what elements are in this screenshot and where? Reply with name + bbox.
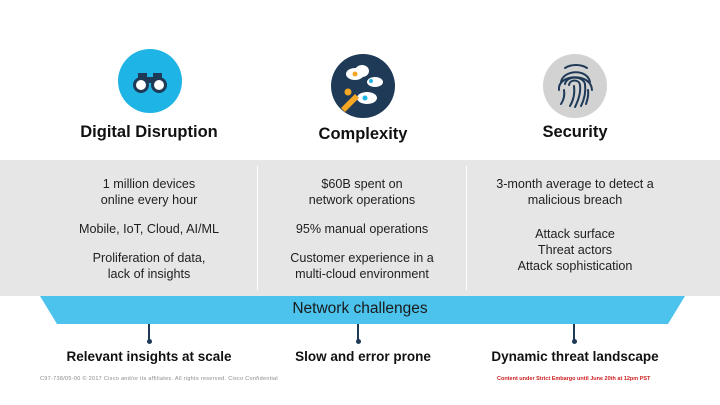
banner-label: Network challenges [292,300,428,317]
connector-tick [573,324,575,342]
footer-embargo: Content under Strict Embargo until June … [497,376,651,382]
connector-tick [357,324,359,342]
fact-line: Customer experience in a [290,251,434,265]
network-challenges-banner [40,296,685,324]
fact-line: Attack sophistication [517,259,633,273]
network-cloud-icon-badge [331,54,395,118]
fact-line: multi-cloud environment [295,267,429,281]
column-title-complexity: Complexity [318,125,408,143]
fact-line: Attack surface [535,227,615,241]
fingerprint-icon [558,64,593,108]
fact-line: 95% manual operations [295,222,429,236]
connector-dot [571,339,577,344]
outcome-threats: Dynamic threat landscape [491,349,659,364]
fact-attack-vectors: Attack surface Threat actors Attack soph… [465,226,685,274]
fact-data-proliferation: Proliferation of data, lack of insights [39,250,259,282]
fact-line: 1 million devices [102,177,196,191]
network-cloud-icon [341,65,383,112]
connector-dot [355,339,361,344]
fact-line: malicious breach [527,193,623,207]
fact-line: online every hour [100,193,198,207]
fact-line: Threat actors [537,243,613,257]
fact-line: 3-month average to detect a [496,177,654,191]
fact-line: Mobile, IoT, Cloud, AI/ML [79,222,219,236]
column-divider [257,166,258,290]
connector-tick [148,324,150,342]
outcome-insights: Relevant insights at scale [66,349,232,364]
outcome-slow: Slow and error prone [295,349,431,364]
facts-panel [0,160,720,296]
fact-network-spend: $60B spent on network operations [252,176,472,208]
fact-manual-operations: 95% manual operations [252,221,472,237]
fact-line: network operations [308,193,416,207]
fact-breach-detection: 3-month average to detect a malicious br… [465,176,685,208]
footer-copyright: C97-738/05-00 © 2017 Cisco and/or its af… [40,376,278,382]
binoculars-icon [133,73,167,93]
connector-dot [146,339,152,344]
column-title-security: Security [542,123,608,141]
fact-devices-online: 1 million devices online every hour [39,176,259,208]
fact-customer-experience: Customer experience in a multi-cloud env… [252,250,472,282]
binoculars-icon-badge [118,49,182,113]
column-title-digital-disruption: Digital Disruption [80,123,218,141]
fact-technologies: Mobile, IoT, Cloud, AI/ML [39,221,259,237]
fact-line: $60B spent on [321,177,403,191]
fingerprint-icon-badge [543,54,607,118]
fact-line: Proliferation of data, [92,251,206,265]
fact-line: lack of insights [107,267,191,281]
column-divider [466,166,467,290]
